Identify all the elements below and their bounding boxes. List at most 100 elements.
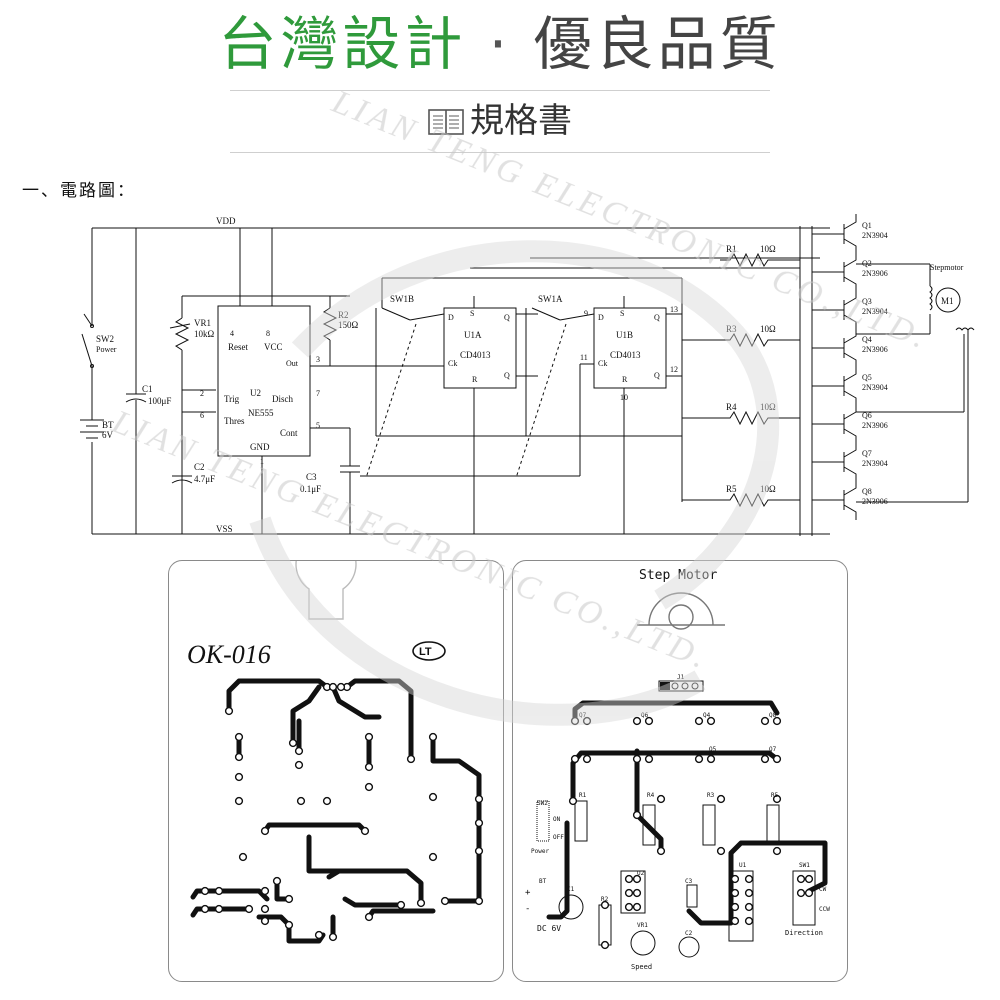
right-pad-18 bbox=[632, 810, 642, 820]
q-label-4: Q8 bbox=[769, 712, 777, 719]
right-pad-6 bbox=[706, 716, 716, 726]
right-pad-5 bbox=[694, 716, 704, 726]
r-label-4: R5 bbox=[771, 792, 779, 799]
transistor-collector-5 bbox=[843, 366, 857, 382]
vr1-value: 10kΩ bbox=[194, 329, 215, 339]
right-pad-39 bbox=[796, 874, 806, 884]
transistor-type-5: 2N3904 bbox=[862, 383, 888, 392]
lt-logo-icon: LT bbox=[412, 641, 446, 661]
right-pad-32 bbox=[730, 888, 740, 898]
pin-12: 12 bbox=[670, 365, 678, 374]
transistor-label-6: Q6 bbox=[862, 411, 872, 420]
right-pad-30 bbox=[632, 902, 642, 912]
transistor-collector-6 bbox=[843, 404, 857, 420]
u1b-pin-r: R bbox=[622, 375, 628, 384]
left-pad-7 bbox=[234, 752, 244, 762]
r3-value: 10Ω bbox=[760, 324, 776, 334]
transistor-emitter-8 bbox=[843, 504, 857, 520]
left-pad-45 bbox=[244, 904, 254, 914]
left-pad-38 bbox=[314, 930, 324, 940]
pin-5: 5 bbox=[316, 421, 320, 430]
transistor-emitter-5 bbox=[843, 390, 857, 406]
left-pad-12 bbox=[294, 760, 304, 770]
pin-gnd: GND bbox=[250, 442, 270, 452]
right-pad-24 bbox=[772, 846, 782, 856]
u1a-label: U1A bbox=[464, 330, 482, 340]
pin-8: 8 bbox=[266, 329, 270, 338]
u2-name: NE555 bbox=[248, 408, 274, 418]
transistor-type-2: 2N3906 bbox=[862, 269, 888, 278]
bt-plus: + bbox=[525, 888, 531, 898]
sw2-sub-label: Power bbox=[96, 345, 117, 354]
subtitle-text: 規格書 bbox=[470, 101, 572, 141]
circuit-schematic: VDD VSS SW2 Power BT 6V C1 100μF C2 4.7μ… bbox=[80, 214, 975, 536]
u1a-pin-ck: Ck bbox=[448, 359, 457, 368]
right-pad-20 bbox=[656, 794, 666, 804]
left-pad-34 bbox=[260, 904, 270, 914]
left-pad-21 bbox=[474, 794, 484, 804]
right-pad-2 bbox=[582, 716, 592, 726]
r2-pcb-label: R2 bbox=[601, 896, 609, 903]
cw-label: CW bbox=[819, 886, 827, 893]
vr1-label: VR1 bbox=[194, 318, 211, 328]
stepmotor-label: Stepmotor bbox=[930, 263, 964, 272]
left-pad-39 bbox=[328, 932, 338, 942]
u1a-pin-s: S bbox=[470, 309, 474, 318]
left-pad-19 bbox=[322, 796, 332, 806]
left-pad-36 bbox=[284, 894, 294, 904]
right-pad-16 bbox=[772, 754, 782, 764]
right-pad-44 bbox=[600, 940, 610, 950]
right-pad-14 bbox=[706, 754, 716, 764]
right-pad-1 bbox=[570, 716, 580, 726]
right-pad-31 bbox=[730, 874, 740, 884]
right-pad-29 bbox=[632, 888, 642, 898]
transistor-emitter-6 bbox=[843, 428, 857, 444]
bt-minus: - bbox=[525, 904, 530, 914]
bt-label: BT bbox=[102, 420, 114, 430]
c2-value: 4.7μF bbox=[194, 474, 215, 484]
u1b-pin-q: Q bbox=[654, 313, 660, 322]
left-pad-5 bbox=[224, 706, 234, 716]
pin-13: 13 bbox=[670, 305, 678, 314]
left-pad-29 bbox=[200, 886, 210, 896]
transistor-type-4: 2N3906 bbox=[862, 345, 888, 354]
q-label-3: Q4 bbox=[703, 712, 711, 719]
spec-header: 台灣設計 · 優良品質 規格書 bbox=[0, 0, 1000, 160]
sw2-label: SW2 bbox=[96, 334, 114, 344]
u1-pcb-label: U1 bbox=[739, 862, 747, 869]
u1b-chip: CD4013 bbox=[610, 350, 641, 360]
right-pad-13 bbox=[694, 754, 704, 764]
transistor-emitter-2 bbox=[843, 276, 857, 292]
u1a-chip: CD4013 bbox=[460, 350, 491, 360]
speed-label: Speed bbox=[631, 963, 652, 971]
left-pad-42 bbox=[416, 898, 426, 908]
pin-9: 9 bbox=[584, 309, 588, 318]
pcb-right-title: Step Motor bbox=[639, 568, 717, 583]
transistor-collector-8 bbox=[843, 480, 857, 496]
left-pad-8 bbox=[234, 772, 244, 782]
r1-label: R1 bbox=[726, 244, 737, 254]
right-pad-12 bbox=[644, 754, 654, 764]
right-pad-43 bbox=[600, 900, 610, 910]
off-label: OFF bbox=[553, 834, 564, 841]
right-pad-3 bbox=[632, 716, 642, 726]
transistor-label-4: Q4 bbox=[862, 335, 872, 344]
left-pad-14 bbox=[364, 762, 374, 772]
right-pad-42 bbox=[804, 888, 814, 898]
c1-label: C1 bbox=[142, 384, 153, 394]
dc6v-label: DC 6V bbox=[537, 924, 561, 933]
right-pad-9 bbox=[570, 754, 580, 764]
ccw-label: CCW bbox=[819, 906, 830, 913]
left-pad-16 bbox=[406, 754, 416, 764]
left-pad-32 bbox=[214, 904, 224, 914]
left-pad-9 bbox=[234, 796, 244, 806]
left-pad-24 bbox=[474, 896, 484, 906]
header-divider-top bbox=[230, 90, 770, 91]
title-dot: · bbox=[488, 10, 512, 78]
pin-1: 1 bbox=[260, 457, 264, 466]
pin-vcc: VCC bbox=[264, 342, 283, 352]
right-pad-38 bbox=[744, 916, 754, 926]
header-divider-bottom bbox=[230, 152, 770, 153]
r5-label: R5 bbox=[726, 484, 737, 494]
q-label-2: Q6 bbox=[641, 712, 649, 719]
